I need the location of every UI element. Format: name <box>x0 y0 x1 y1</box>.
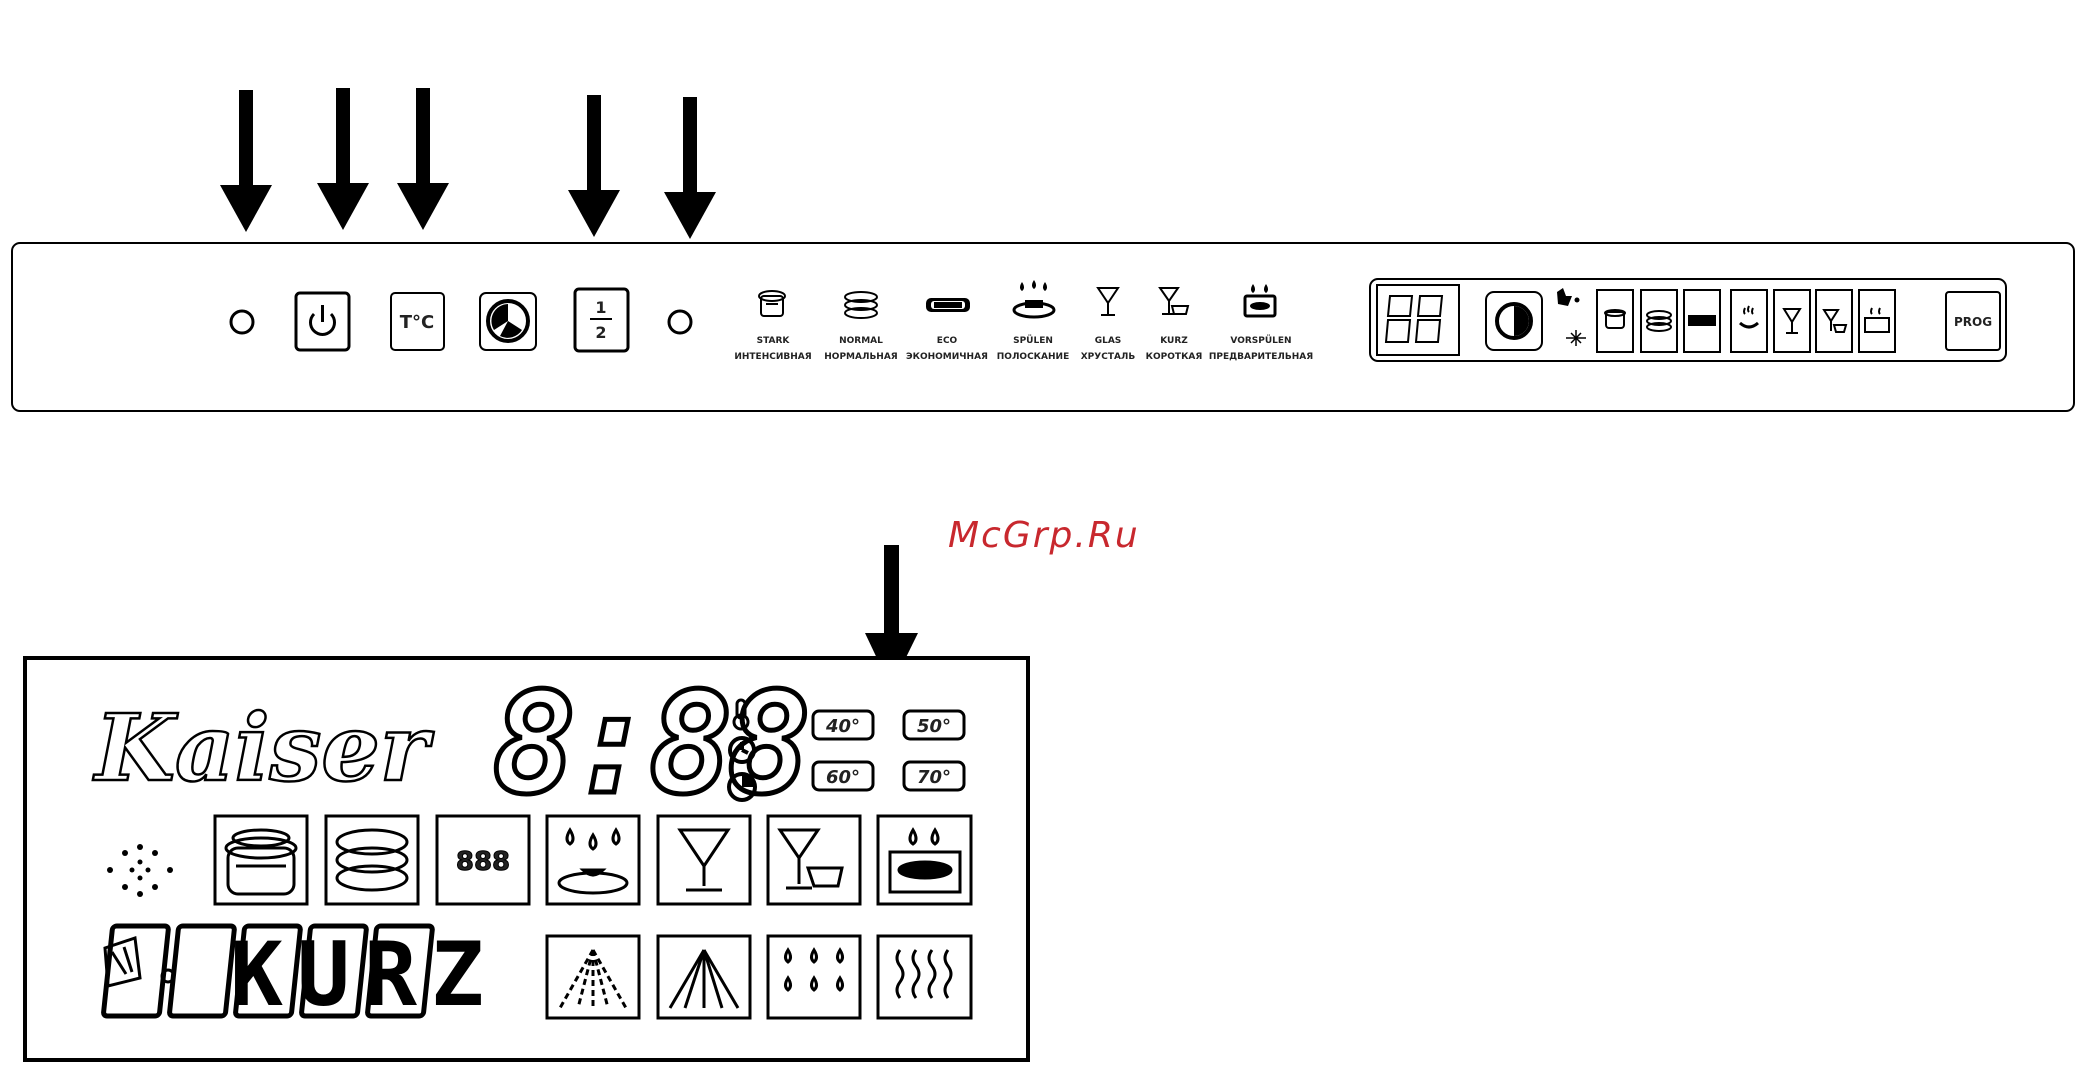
program-rinse-label-ru: ПОЛОСКАНИЕ <box>997 352 1069 362</box>
temp-badge-70: 70° <box>904 762 964 790</box>
svg-text:60°: 60° <box>826 767 860 788</box>
function-dial-button[interactable] <box>480 293 536 350</box>
svg-text:70°: 70° <box>917 767 951 788</box>
program-glass-label-ru: ХРУСТАЛЬ <box>1081 352 1136 362</box>
temperature-button-label: T°C <box>400 312 435 333</box>
program-normal-label-de: NORMAL <box>839 336 883 346</box>
program-glass-label-de: GLAS <box>1095 336 1122 346</box>
program-eco-label-ru: ЭКОНОМИЧНАЯ <box>906 352 988 362</box>
temp-badge-40: 40° <box>813 711 873 739</box>
indicator-led-right <box>669 311 691 333</box>
program-short-label-de: KURZ <box>1160 336 1188 346</box>
mini-dial-icon <box>1486 292 1542 350</box>
lcd-display: Kaiser 8:88 40° 50° 60 <box>25 658 1028 1060</box>
temp-badge-50: 50° <box>904 711 964 739</box>
temp-badge-60: 60° <box>813 762 873 790</box>
arrow-group-top <box>220 88 716 239</box>
prog-button[interactable]: PROG <box>1946 292 2000 350</box>
panel-mini-display: PROG <box>1370 279 2006 361</box>
arrow-4 <box>568 95 620 237</box>
brand-logo: Kaiser <box>92 694 435 802</box>
arrow-1 <box>220 90 272 232</box>
arrow-5 <box>664 97 716 239</box>
svg-text:40°: 40° <box>825 716 860 737</box>
svg-text:888: 888 <box>456 847 510 877</box>
arrow-3 <box>397 88 449 230</box>
prog-button-label: PROG <box>1954 315 1992 329</box>
power-button[interactable] <box>296 293 349 350</box>
arrow-2 <box>317 88 369 230</box>
temperature-button[interactable]: T°C <box>391 293 444 350</box>
half-load-numerator: 1 <box>595 298 606 317</box>
program-prewash-label-de: VORSPÜLEN <box>1230 335 1291 346</box>
program-eco-label-de: ECO <box>937 336 958 346</box>
program-normal-label-ru: НОРМАЛЬНАЯ <box>824 352 898 362</box>
indicator-led-left <box>231 311 253 333</box>
segment-text-readout: KURZ <box>230 923 498 1026</box>
program-intensive-label-ru: ИНТЕНСИВНАЯ <box>734 352 811 362</box>
program-rinse-label-de: SPÜLEN <box>1013 335 1053 346</box>
program-prewash-label-ru: ПРЕДВАРИТЕЛЬНАЯ <box>1209 352 1313 362</box>
program-short-label-ru: КОРОТКАЯ <box>1146 352 1203 362</box>
half-load-denominator: 2 <box>595 323 606 342</box>
half-load-button[interactable]: 1 2 <box>575 289 628 351</box>
svg-text:50°: 50° <box>917 716 951 737</box>
watermark: McGrp.Ru <box>948 515 1140 556</box>
program-intensive-label-de: STARK <box>757 336 791 346</box>
time-readout: 8:88 <box>492 663 805 826</box>
eco-icon <box>926 298 970 312</box>
